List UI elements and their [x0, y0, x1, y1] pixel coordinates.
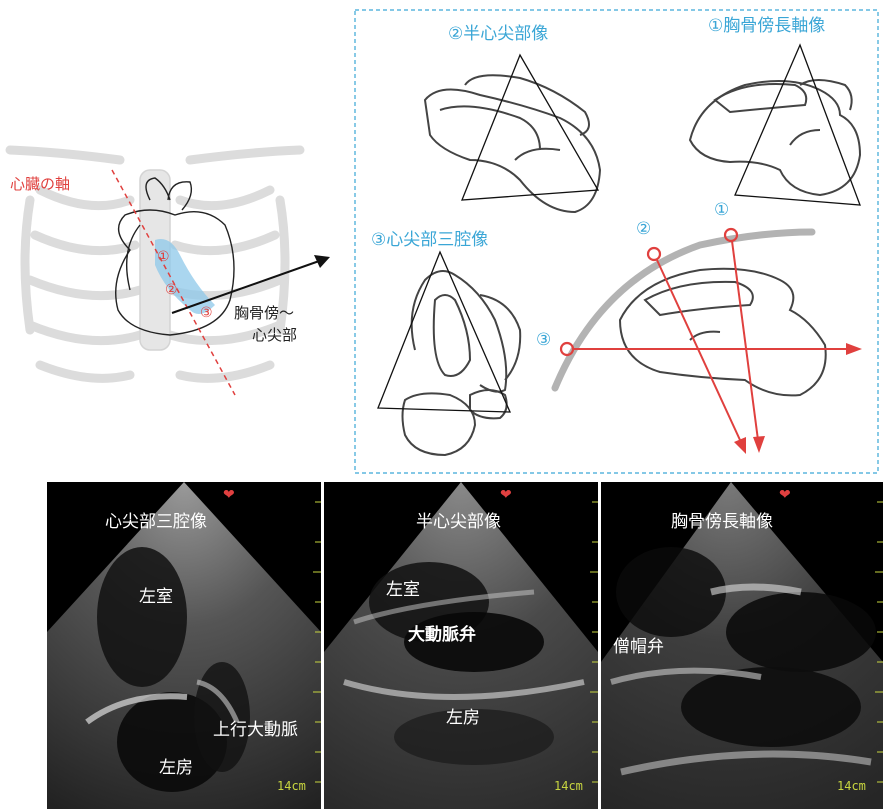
echo-title-3: 胸骨傍長軸像 — [671, 514, 773, 531]
depth-scale-3: 14cm — [837, 779, 866, 793]
depth-scale-2: 14cm — [554, 779, 583, 793]
echo2-label-lv: 左室 — [386, 582, 420, 599]
heart-icon: ❤ — [779, 487, 791, 503]
probe-line-3 — [561, 343, 862, 355]
probe-diagram-heart — [620, 269, 826, 396]
echo1-label-aorta: 上行大動脈 — [213, 722, 298, 739]
echo2-label-la: 左房 — [446, 710, 480, 727]
heart-icon: ❤ — [223, 487, 235, 503]
echo-panel-parasternal-long-axis: ❤ 胸骨傍長軸像 僧帽弁 14cm — [601, 482, 883, 809]
echo-panel-apical-three-chamber: ❤ 心尖部三腔像 左室 上行大動脈 左房 14cm — [47, 482, 321, 809]
probe-position-label-line2: 心尖部 — [252, 328, 297, 343]
view3-heart-drawing — [403, 271, 521, 455]
probe-position-label-line1: 胸骨傍～ — [234, 306, 294, 321]
probe-line-2 — [648, 248, 746, 454]
chest-marker-2: ② — [165, 283, 178, 297]
echo3-label-mitral-valve: 僧帽弁 — [613, 639, 664, 656]
heart-icon: ❤ — [500, 487, 512, 503]
view1-ultrasound-sector — [735, 45, 860, 205]
echo1-label-la: 左房 — [159, 760, 193, 777]
echo2-label-aortic-valve: 大動脈弁 — [408, 627, 476, 644]
chest-marker-1: ① — [157, 250, 170, 264]
view3-ultrasound-sector — [378, 252, 510, 412]
view1-label: ①胸骨傍長軸像 — [708, 18, 825, 35]
depth-scale-1: 14cm — [277, 779, 306, 793]
chest-marker-3: ③ — [200, 306, 213, 320]
echo1-label-lv: 左室 — [139, 589, 173, 606]
view3-label: ③心尖部三腔像 — [371, 232, 488, 249]
probe-marker-1: ① — [714, 202, 729, 219]
view2-label: ②半心尖部像 — [448, 26, 548, 43]
echo-panel-half-apical: ❤ 半心尖部像 左室 大動脈弁 左房 14cm — [324, 482, 598, 809]
echo-title-2: 半心尖部像 — [416, 514, 501, 531]
echo-title-1: 心尖部三腔像 — [105, 514, 207, 531]
heart-axis-label: 心臓の軸 — [10, 177, 70, 192]
probe-marker-3: ③ — [536, 332, 551, 349]
chest-wall-curve — [555, 232, 812, 388]
probe-marker-2: ② — [636, 221, 651, 238]
